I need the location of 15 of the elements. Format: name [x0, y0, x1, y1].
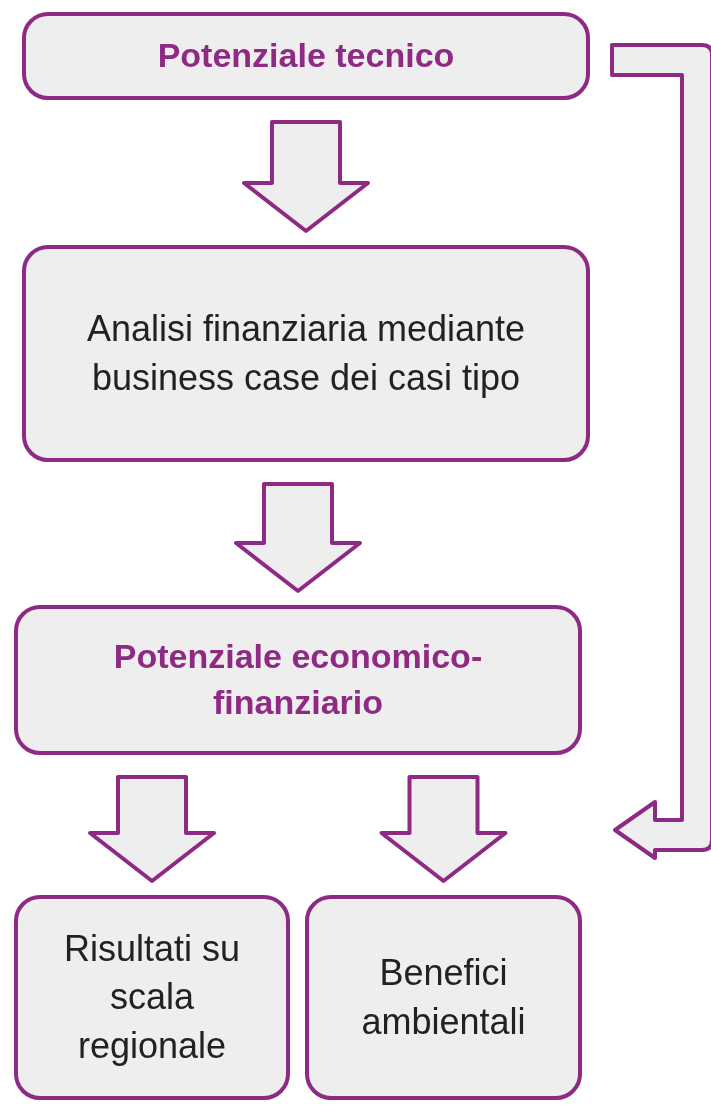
box-text: Analisi finanziaria mediante business case dei casi tipo: [85, 306, 527, 400]
block-arrow: [379, 775, 508, 883]
block-arrow: [610, 43, 711, 860]
process-box: [22, 245, 590, 462]
box-heading: Potenziale economico-finanziario: [112, 636, 484, 723]
box-heading: Potenziale tecnico: [157, 35, 455, 77]
box-text: Benefici ambientali: [360, 950, 527, 1044]
block-arrow: [234, 482, 362, 593]
box-text: Risultati su scala regionale: [62, 926, 242, 1068]
block-arrow: [242, 120, 370, 233]
block-arrow: [88, 775, 216, 883]
process-box: [14, 895, 290, 1100]
process-box: [22, 12, 590, 100]
process-box: [14, 605, 582, 755]
process-box: [305, 895, 582, 1100]
